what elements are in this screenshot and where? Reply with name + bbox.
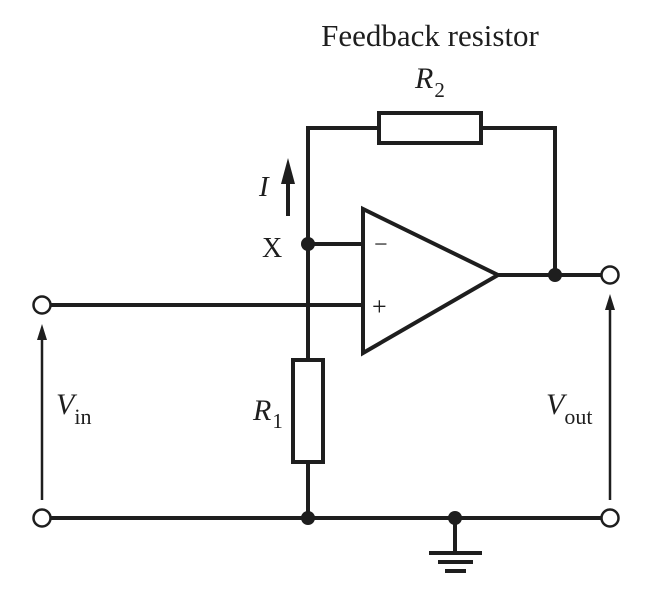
op-amp-plus-sign: + [372, 292, 387, 321]
op-amp-minus-sign: − [374, 232, 388, 258]
node-x-label: X [262, 233, 282, 264]
r1-ground-junction-dot [301, 511, 315, 525]
vout-label: Vout [546, 388, 592, 429]
output-junction-dot [548, 268, 562, 282]
r2-label: R2 [414, 62, 445, 102]
feedback-resistor-r2 [377, 111, 483, 145]
ground-icon [429, 551, 482, 573]
op-amp-triangle [361, 205, 503, 357]
vin-negative-terminal [32, 508, 52, 528]
vout-negative-terminal [600, 508, 620, 528]
feedback-wire-right [480, 126, 557, 277]
current-arrow-icon [281, 158, 295, 184]
current-label: I [258, 171, 270, 203]
vin-arrow-icon [37, 324, 47, 340]
vout-arrow-icon [605, 294, 615, 310]
resistor-r1 [291, 358, 325, 464]
vout-positive-terminal [600, 265, 620, 285]
diagram-title: Feedback resistor [321, 18, 539, 53]
feedback-wire-left [306, 126, 380, 246]
r1-label: R1 [252, 394, 283, 433]
vin-positive-terminal [32, 295, 52, 315]
vin-label: Vin [56, 388, 91, 429]
